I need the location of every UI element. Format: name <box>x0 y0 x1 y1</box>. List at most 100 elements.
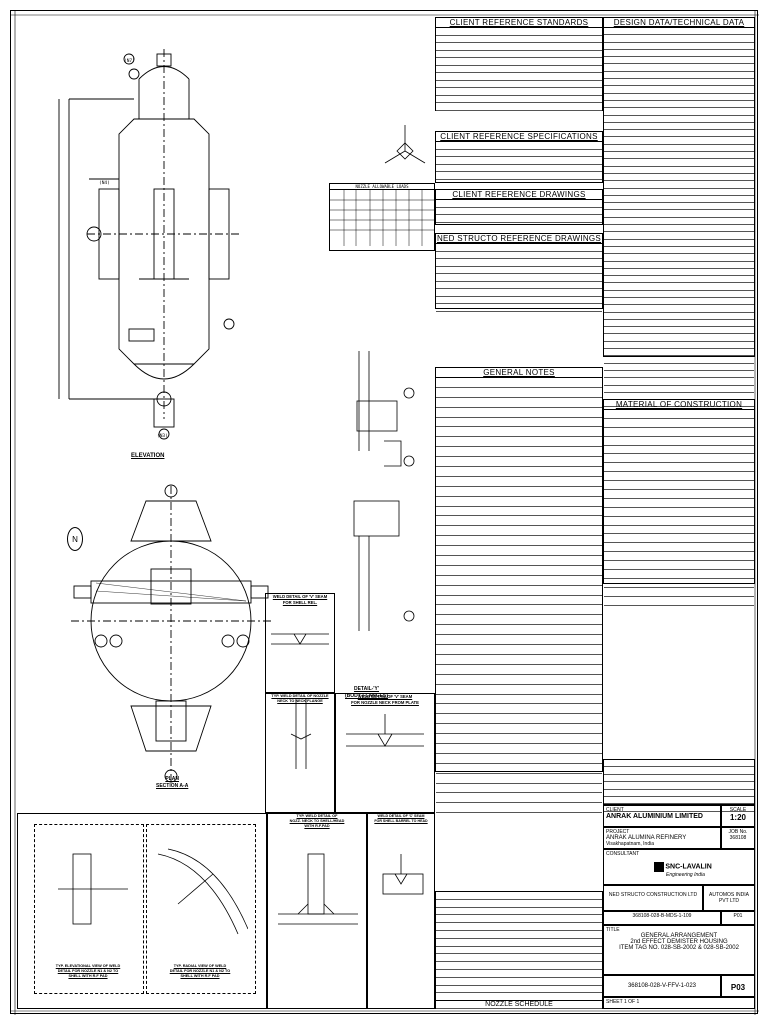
rev-value: P03 <box>730 983 746 992</box>
weld-v-nozzle-sub: FOR NOZZLE NECK FROM PLATE <box>351 700 419 705</box>
table-row <box>604 254 754 262</box>
orientation-icon <box>384 125 426 164</box>
table-row <box>436 915 602 924</box>
table-row <box>604 269 754 277</box>
table-row <box>604 481 754 491</box>
title-line-1: GENERAL ARRANGEMENT <box>640 933 718 939</box>
table-row <box>436 625 602 636</box>
table-row <box>604 428 754 437</box>
table-row <box>604 35 754 43</box>
dwg-no-cell: 368108-028-V-FFV-1-023 <box>603 975 721 997</box>
table-row <box>604 305 754 313</box>
weld-v-shell-caption: WELD DETAIL OF 'V' SEAM <box>272 594 328 599</box>
table-row <box>436 96 602 103</box>
typ-radial-sub2: SHELL WITH R.F PAD <box>180 974 220 978</box>
table-row <box>436 297 602 304</box>
svg-text:(N7): (N7) <box>124 58 135 64</box>
table-row <box>604 276 754 284</box>
table-row <box>436 282 602 289</box>
table-row <box>436 418 602 428</box>
table-row <box>436 675 602 685</box>
general-notes-table: GENERAL NOTES <box>435 367 603 814</box>
table-row <box>436 516 602 527</box>
project-location: Visakhapatnam, India <box>606 841 654 847</box>
table-row <box>604 174 754 182</box>
table-row <box>436 457 602 468</box>
table-row <box>604 760 754 768</box>
table-row <box>604 225 754 233</box>
weld-nozzle-shell-sub: NOZZ. NECK TO SHELL/HEAD <box>289 819 345 823</box>
weld-nozzle-shell-sub2: WITH R.F.PAD <box>304 824 330 828</box>
title-label: TITLE <box>606 927 620 933</box>
table-row <box>436 615 602 626</box>
table-row <box>604 797 754 805</box>
title-block: CLIENT ANRAK ALUMINIUM LIMITED SCALE 1:2… <box>603 805 755 1009</box>
client-ref-standards-title: CLIENT REFERENCE STANDARDS <box>436 18 602 28</box>
table-row <box>604 767 754 775</box>
table-row <box>436 954 602 963</box>
table-row <box>436 962 602 970</box>
table-row <box>604 588 754 597</box>
table-row <box>436 398 602 408</box>
ned-structo-title: NED STRUCTO REFERENCE DRAWINGS <box>436 234 602 244</box>
consultant-cell: CONSULTANT SNC-LAVALIN Engineering India <box>603 849 755 885</box>
consultant-name: SNC-LAVALIN <box>665 863 712 871</box>
scale-label: SCALE <box>729 807 747 813</box>
table-row <box>604 775 754 783</box>
client-ref-drawings-table: CLIENT REFERENCE DRAWINGS <box>435 189 603 225</box>
table-row <box>604 561 754 571</box>
table-row <box>604 64 754 72</box>
table-row <box>436 526 602 537</box>
typ-radial-caption: TYP. RADIAL VIEW OF WELD <box>173 964 227 968</box>
table-row <box>604 400 754 408</box>
table-row <box>436 467 602 477</box>
table-row <box>604 364 754 371</box>
table-row <box>604 782 754 790</box>
drawing-sheet: (N4)(N3)(N7) ELEVATION PLAN SECTION A-A … <box>10 10 759 1015</box>
table-row <box>436 892 602 900</box>
table-row <box>436 605 602 616</box>
table-row <box>436 437 602 448</box>
table-row <box>436 908 602 916</box>
table-row <box>436 259 602 267</box>
ned-structo-table: NED STRUCTO REFERENCE DRAWINGS <box>435 233 603 312</box>
material-table: MATERIAL OF CONSTRUCTION <box>603 399 755 606</box>
table-row <box>604 101 754 109</box>
typ-elev-caption: TYP. ELEVATIONAL VIEW OF WELD <box>55 964 121 968</box>
table-row <box>604 410 754 419</box>
weld-c-shell-sub: FOR SHELL BARREL TO HEAD <box>374 819 428 823</box>
table-row <box>436 274 602 282</box>
table-row <box>604 130 754 138</box>
consultant-label: CONSULTANT <box>606 851 640 857</box>
weld-v-shell-sub: FOR SHELL REL. <box>282 600 318 605</box>
table-row <box>436 58 602 66</box>
table-row <box>604 327 754 335</box>
table-row <box>604 94 754 101</box>
table-row <box>604 804 754 812</box>
table-row <box>436 507 602 517</box>
table-row <box>604 123 754 131</box>
vendor-right-name: AUTOMOS INDIA PVT LTD <box>709 892 749 904</box>
table-row <box>604 262 754 269</box>
table-row <box>436 695 602 705</box>
table-row <box>604 570 754 579</box>
table-row <box>436 378 602 388</box>
table-row <box>604 543 754 553</box>
table-row <box>604 28 754 36</box>
table-row <box>436 36 602 43</box>
project-label: PROJECT <box>606 829 630 835</box>
table-row <box>604 490 754 499</box>
project-name: ANRAK ALUMINA REFINERY <box>606 835 687 841</box>
table-row <box>604 552 754 562</box>
title-line-3: ITEM TAG NO. 028-SB-2002 & 028-SB-2002 <box>619 945 739 951</box>
nozzle-loads-table: NOZZLE ALLOWABLE LOADS <box>329 183 435 251</box>
nozzle-loads-title: NOZZLE ALLOWABLE LOADS <box>330 184 434 190</box>
revision-table <box>603 759 755 812</box>
dwg-number: 368108-028-V-FFV-1-023 <box>627 983 697 989</box>
table-row <box>436 939 602 947</box>
table-row <box>604 534 754 544</box>
table-row <box>604 526 754 535</box>
design-data-title: DESIGN DATA/TECHNICAL DATA <box>604 18 754 28</box>
